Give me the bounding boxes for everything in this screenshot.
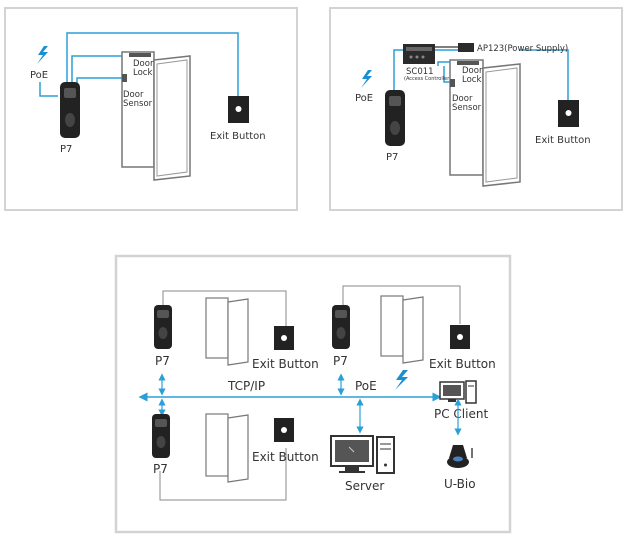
fingerprint-reader-icon: [152, 414, 170, 458]
panel1-reader-label: P7: [60, 144, 72, 155]
exit-button-icon: [558, 100, 579, 127]
lock-icon: [457, 61, 479, 65]
exit-button-icon: [274, 326, 294, 350]
usb-fingerprint-scanner-icon: [447, 445, 473, 468]
panel2-door-sensor-label: Door: [452, 94, 473, 104]
door-icon: [380, 295, 424, 364]
panel1-exit-label: Exit Button: [210, 131, 266, 142]
lock-icon: [129, 53, 151, 57]
panel2-door-sensor-label-2: Sensor: [452, 103, 482, 113]
monitor-icon: [439, 381, 465, 402]
panel2-door-lock-label-2: Lock: [462, 75, 481, 85]
controller-label: SC011: [406, 67, 434, 77]
sensor-icon: [122, 74, 127, 82]
fingerprint-reader-icon: [60, 82, 80, 138]
panel3-gray-wiring: [159, 285, 461, 501]
exit-c-label: Exit Button: [252, 450, 319, 464]
controller-sublabel: (Access Controller): [404, 76, 451, 82]
panel1-door-lock-label-2: Lock: [133, 68, 152, 78]
door-icon: [449, 59, 521, 187]
pc-client-label: PC Client: [434, 407, 488, 421]
exit-a-label: Exit Button: [252, 357, 319, 371]
pc-tower-icon: [376, 436, 395, 474]
pc-tower-icon: [465, 380, 477, 404]
power-supply-label: AP123(Power Supply): [477, 44, 568, 54]
door-icon: [121, 51, 191, 181]
panel2-poe-label: PoE: [355, 93, 373, 104]
server-label: Server: [345, 479, 384, 493]
panel1-door-sensor-label: Door: [123, 90, 144, 100]
lightning-bolt-icon: [37, 46, 48, 64]
sensor-icon: [450, 79, 455, 87]
door-icon: [205, 413, 249, 483]
panel1-wiring: [39, 32, 239, 97]
exit-button-icon: [228, 96, 249, 123]
door-icon: [205, 297, 249, 366]
tcpip-label: TCP/IP: [227, 379, 265, 393]
panel2-door-lock-label: Door: [462, 66, 483, 76]
ubio-label: U-Bio: [444, 477, 476, 491]
panel1-poe-label: PoE: [30, 70, 48, 81]
reader-a-label: P7: [155, 354, 170, 368]
panel1-door-sensor-label-2: Sensor: [123, 99, 153, 109]
power-supply-icon: [458, 43, 474, 52]
panel3-poe-label: PoE: [355, 379, 377, 393]
access-controller-icon: [403, 44, 435, 64]
reader-b-label: P7: [333, 354, 348, 368]
fingerprint-reader-icon: [154, 305, 172, 349]
monitor-icon: [330, 435, 374, 473]
exit-button-icon: [450, 325, 470, 349]
fingerprint-reader-icon: [385, 90, 405, 146]
panel1-door-lock-label: Door: [133, 59, 154, 69]
lightning-bolt-icon: [395, 370, 408, 390]
fingerprint-reader-icon: [332, 305, 350, 349]
lightning-bolt-icon: [361, 70, 372, 88]
panel2-exit-label: Exit Button: [535, 135, 591, 146]
panel2-reader-label: P7: [386, 152, 398, 163]
reader-c-label: P7: [153, 462, 168, 476]
exit-b-label: Exit Button: [429, 357, 496, 371]
exit-button-icon: [274, 418, 294, 442]
